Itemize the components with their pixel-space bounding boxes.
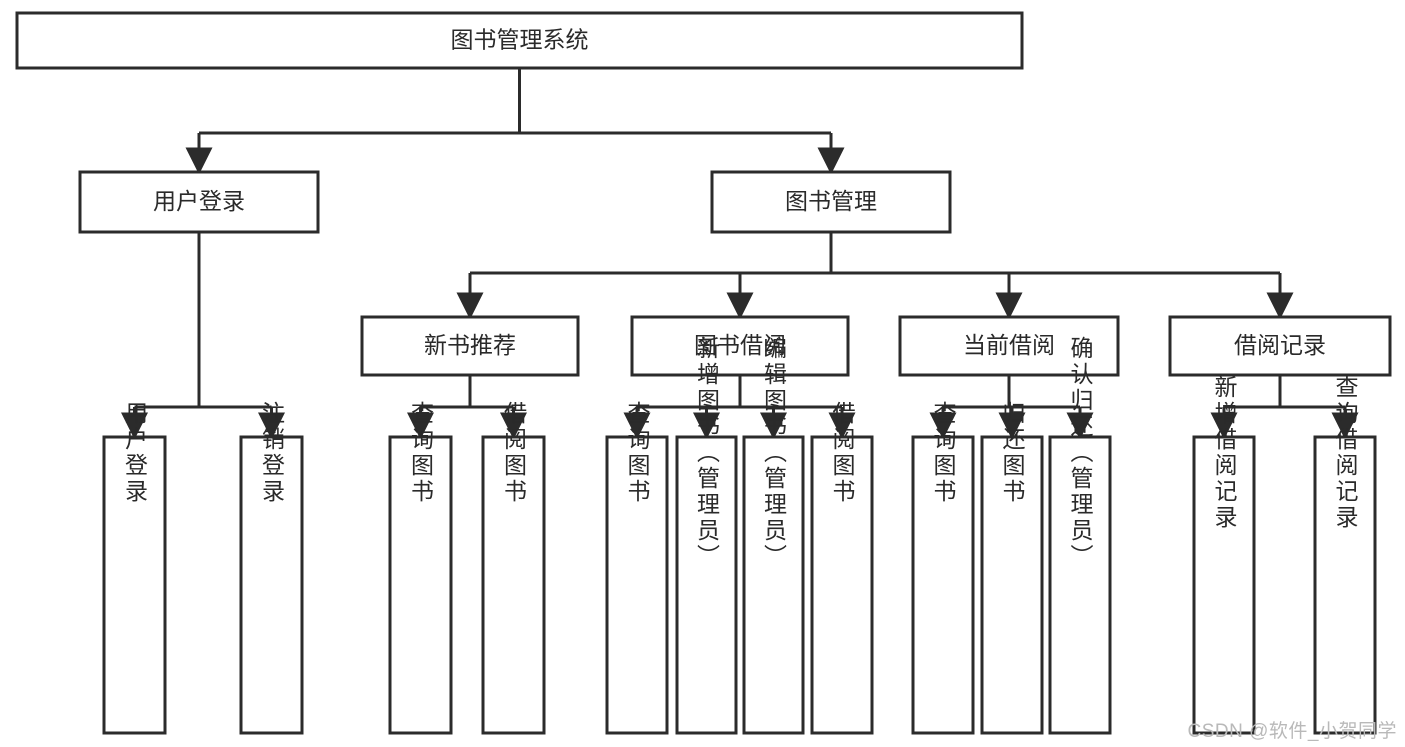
node-layer: 图书管理系统用户登录图书管理新书推荐图书借阅当前借阅借阅记录用户登录注销登录查询…	[15, 11, 1392, 735]
node-level3-借阅记录[interactable]: 借阅记录	[1168, 315, 1392, 377]
node-label: 查询图书	[930, 401, 957, 505]
node-label: 注销登录	[259, 401, 286, 505]
node-label: 当前借阅	[963, 332, 1055, 358]
node-box	[1313, 435, 1377, 735]
node-label: 图书管理	[785, 188, 877, 214]
node-leaf-确认归还管理员[interactable]: 确认归还（管理员）	[1048, 336, 1112, 735]
node-box	[710, 170, 952, 234]
node-box	[481, 435, 546, 735]
node-box	[630, 315, 850, 377]
node-label: 用户登录	[122, 401, 149, 505]
node-label: 新书推荐	[424, 332, 516, 358]
node-level3-图书借阅[interactable]: 图书借阅	[630, 315, 850, 377]
node-label: 借阅图书	[829, 401, 856, 505]
node-label: 图书管理系统	[451, 27, 589, 53]
node-box	[1192, 435, 1256, 735]
node-leaf-借阅图书[interactable]: 借阅图书	[481, 401, 546, 735]
node-root-图书管理系统[interactable]: 图书管理系统	[15, 11, 1024, 70]
node-label: 用户登录	[153, 188, 245, 214]
node-box	[898, 315, 1120, 377]
node-box	[360, 315, 580, 377]
node-leaf-查询借阅记录[interactable]: 查询借阅记录	[1313, 375, 1377, 735]
node-box	[605, 435, 669, 735]
node-box	[810, 435, 874, 735]
node-level2-图书管理[interactable]: 图书管理	[710, 170, 952, 234]
node-level3-新书推荐[interactable]: 新书推荐	[360, 315, 580, 377]
node-leaf-归还图书[interactable]: 归还图书	[980, 401, 1044, 735]
node-box	[980, 435, 1044, 735]
node-box	[15, 11, 1024, 70]
node-label: 图书借阅	[694, 332, 786, 358]
node-box	[1048, 435, 1112, 735]
node-box	[388, 435, 453, 735]
node-leaf-查询图书[interactable]: 查询图书	[388, 401, 453, 735]
node-leaf-新增借阅记录[interactable]: 新增借阅记录	[1192, 375, 1256, 735]
node-label: 确认归还（管理员）	[1067, 336, 1094, 570]
node-leaf-借阅图书[interactable]: 借阅图书	[810, 401, 874, 735]
node-leaf-注销登录[interactable]: 注销登录	[239, 401, 304, 735]
node-leaf-编辑图书管理员[interactable]: 编辑图书（管理员）	[742, 336, 805, 735]
node-box	[1168, 315, 1392, 377]
node-box	[742, 435, 805, 735]
node-label: 查询图书	[624, 401, 651, 505]
node-box	[78, 170, 320, 234]
node-box	[239, 435, 304, 735]
node-label: 查询图书	[408, 401, 435, 505]
node-box	[911, 435, 975, 735]
node-label: 查询借阅记录	[1332, 375, 1359, 531]
node-label: 归还图书	[999, 401, 1026, 505]
node-level2-用户登录[interactable]: 用户登录	[78, 170, 320, 234]
node-leaf-新增图书管理员[interactable]: 新增图书（管理员）	[675, 336, 738, 735]
connector-layer	[121, 68, 1359, 440]
node-box	[102, 435, 167, 735]
node-level3-当前借阅[interactable]: 当前借阅	[898, 315, 1120, 377]
node-box	[675, 435, 738, 735]
csdn-watermark: CSDN @软件_小贺同学	[1187, 721, 1397, 742]
node-label: 新增借阅记录	[1211, 375, 1238, 531]
node-leaf-用户登录[interactable]: 用户登录	[102, 401, 167, 735]
node-label: 编辑图书（管理员）	[761, 336, 788, 570]
node-label: 借阅图书	[501, 401, 528, 505]
node-label: 借阅记录	[1234, 332, 1326, 358]
node-leaf-查询图书[interactable]: 查询图书	[911, 401, 975, 735]
node-leaf-查询图书[interactable]: 查询图书	[605, 401, 669, 735]
node-label: 新增图书（管理员）	[694, 336, 721, 570]
